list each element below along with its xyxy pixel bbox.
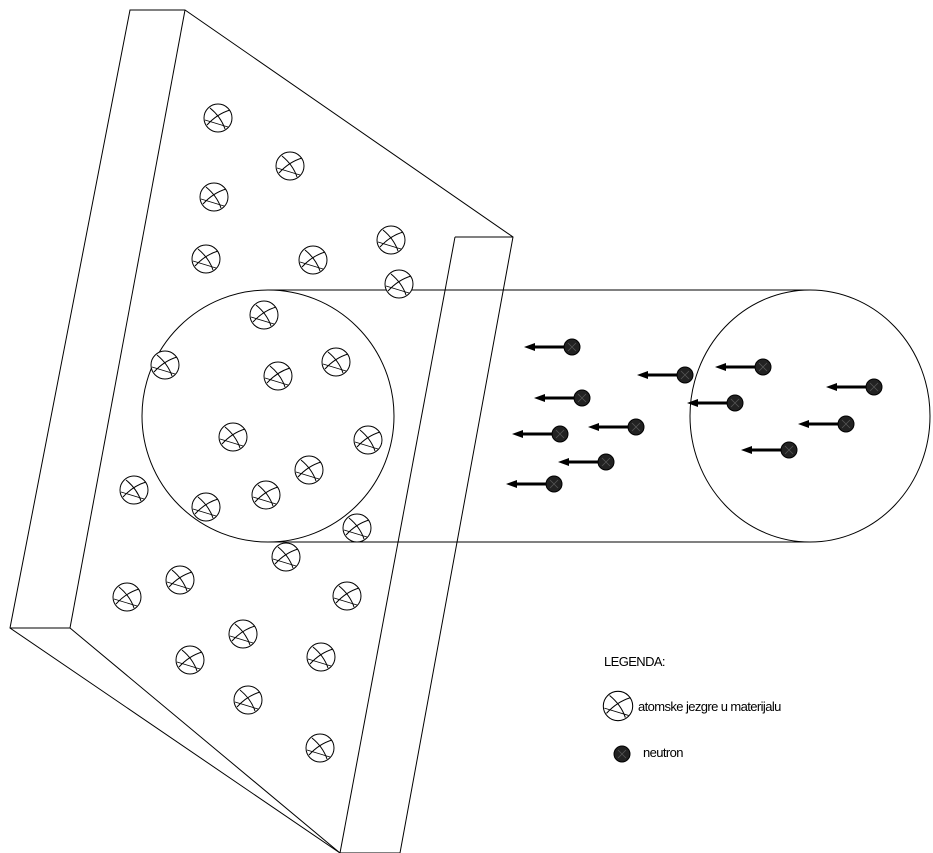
atomic-nucleus xyxy=(251,480,281,510)
neutron xyxy=(558,453,615,471)
atomic-nucleus xyxy=(332,581,362,611)
atomic-nucleus xyxy=(233,685,263,715)
neutron xyxy=(524,338,581,356)
neutrons-group xyxy=(506,338,883,493)
neutron-icon xyxy=(780,441,798,459)
atomic-nucleus xyxy=(228,619,258,649)
neutron-icon xyxy=(573,389,591,407)
neutron xyxy=(637,366,694,384)
atomic-nucleus xyxy=(119,475,149,505)
neutron xyxy=(512,425,569,443)
atomic-nucleus xyxy=(275,151,305,181)
neutron-icon xyxy=(551,425,569,443)
atomic-nucleus xyxy=(191,244,221,274)
neutron-icon xyxy=(563,338,581,356)
atomic-nucleus xyxy=(175,645,205,675)
neutron-icon xyxy=(754,358,772,376)
arrowhead-icon xyxy=(512,430,523,438)
arrowhead-icon xyxy=(715,363,726,371)
arrowhead-icon xyxy=(687,399,698,407)
neutron xyxy=(534,389,591,407)
arrowhead-icon xyxy=(588,423,599,431)
legend-nucleus-label: atomske jezgre u materijalu xyxy=(638,699,781,714)
legend: LEGENDA: atomske jezgre u materijalu neu… xyxy=(602,654,782,763)
neutron xyxy=(741,441,798,459)
neutron xyxy=(588,418,645,436)
atomic-nucleus xyxy=(165,565,195,595)
atomic-nucleus xyxy=(298,245,328,275)
arrowhead-icon xyxy=(506,480,517,488)
neutron xyxy=(687,394,744,412)
neutron xyxy=(715,358,772,376)
atomic-nucleus xyxy=(271,542,301,572)
arrowhead-icon xyxy=(826,383,837,391)
arrowhead-icon xyxy=(798,420,809,428)
atomic-nucleus xyxy=(353,425,383,455)
atomic-nucleus xyxy=(321,347,351,377)
atomic-nucleus xyxy=(294,455,324,485)
neutron xyxy=(798,415,855,433)
arrowhead-icon xyxy=(741,446,752,454)
neutron-legend-icon xyxy=(613,745,631,763)
arrowhead-icon xyxy=(558,458,569,466)
neutron-icon xyxy=(676,366,694,384)
arrowhead-icon xyxy=(637,371,648,379)
neutron xyxy=(506,475,563,493)
neutron-icon xyxy=(726,394,744,412)
neutron-icon xyxy=(837,415,855,433)
atomic-nucleus xyxy=(199,182,229,212)
atomic-nucleus xyxy=(263,361,293,391)
arrowhead-icon xyxy=(524,343,535,351)
neutron xyxy=(826,378,883,396)
neutron-icon xyxy=(597,453,615,471)
atomic-nucleus xyxy=(305,733,335,763)
atomic-nucleus xyxy=(376,225,406,255)
nucleus-legend-icon xyxy=(602,690,634,722)
atomic-nucleus xyxy=(342,513,372,543)
material-slab xyxy=(9,9,514,853)
atomic-nucleus xyxy=(150,350,180,380)
atomic-nucleus xyxy=(191,492,221,522)
atomic-nucleus xyxy=(218,422,248,452)
neutron-icon xyxy=(545,475,563,493)
atomic-nucleus xyxy=(384,269,414,299)
arrowhead-icon xyxy=(534,394,545,402)
atomic-nucleus xyxy=(306,642,336,672)
atomic-nuclei-group xyxy=(112,103,414,763)
atomic-nucleus xyxy=(203,103,233,133)
legend-neutron-label: neutron xyxy=(643,745,683,760)
atomic-nucleus xyxy=(249,300,279,330)
legend-title: LEGENDA: xyxy=(604,654,665,669)
neutron-icon xyxy=(627,418,645,436)
neutron-icon xyxy=(865,378,883,396)
atomic-nucleus xyxy=(112,582,142,612)
